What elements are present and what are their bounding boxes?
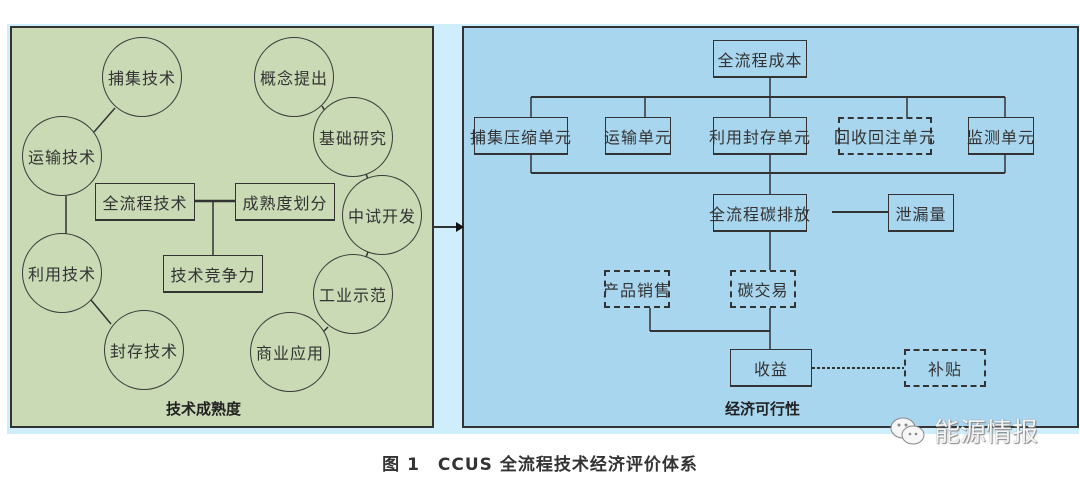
box-unit-transport: 运输单元: [604, 117, 671, 155]
box-full-process-tech: 全流程技术: [95, 183, 195, 221]
box-maturity-division: 成熟度划分: [235, 183, 335, 221]
circle-transport-tech: 运输技术: [22, 116, 102, 196]
arrow-head-icon: [456, 222, 464, 232]
box-full-emission: 全流程碳排放: [709, 194, 810, 232]
box-unit-monitoring: 监测单元: [967, 117, 1034, 155]
box-full-cost: 全流程成本: [713, 40, 807, 78]
box-unit-utilization-storage: 利用封存单元: [709, 117, 810, 155]
box-carbon-trading: 碳交易: [730, 270, 796, 308]
connector-utilization-storage: [90, 299, 112, 325]
box-unit-recovery: 回收回注单元: [834, 117, 935, 155]
circle-industrial-demo: 工业示范: [313, 254, 393, 334]
box-product-sales: 产品销售: [603, 270, 670, 308]
wechat-icon: [890, 417, 925, 444]
box-revenue: 收益: [730, 349, 812, 387]
circle-storage-tech: 封存技术: [104, 310, 184, 390]
circle-commercial: 商业应用: [250, 312, 330, 392]
left-panel-title: 技术成熟度: [166, 400, 242, 418]
circle-utilization-tech: 利用技术: [22, 233, 102, 313]
right-panel-title: 经济可行性: [725, 400, 801, 418]
circle-concept: 概念提出: [254, 37, 334, 117]
box-leakage: 泄漏量: [888, 194, 954, 232]
watermark: 能源情报: [888, 412, 1038, 449]
circle-basic-research: 基础研究: [313, 97, 393, 177]
watermark-text: 能源情报: [934, 418, 1039, 448]
box-subsidy: 补贴: [904, 349, 986, 387]
figure-caption: 图 1 CCUS 全流程技术经济评价体系: [382, 455, 698, 475]
box-unit-capture: 捕集压缩单元: [470, 117, 571, 155]
circle-pilot: 中试开发: [342, 175, 422, 255]
connector-capture-transport: [93, 107, 116, 133]
circle-capture-tech: 捕集技术: [102, 37, 182, 117]
box-tech-competitiveness: 技术竞争力: [163, 255, 263, 293]
